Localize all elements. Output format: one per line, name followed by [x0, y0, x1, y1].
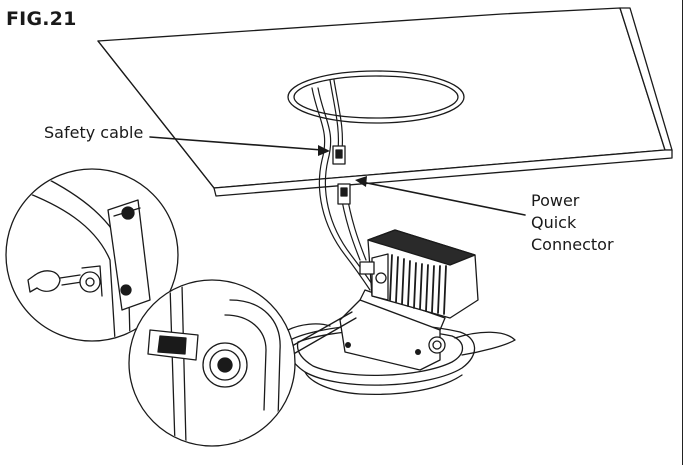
callout-safety-cable: Safety cable [44, 123, 144, 142]
figure-label: FIG.21 [6, 8, 77, 30]
detail-leader [284, 311, 357, 357]
safety-cable-connector [332, 145, 346, 165]
callout-power-quick-connector: Power Quick Connector [531, 190, 614, 256]
callout-power-line-2: Quick [531, 213, 577, 232]
ceiling-opening [287, 70, 465, 124]
callout-power-line-3: Connector [531, 235, 614, 254]
power-quick-connector [337, 183, 351, 205]
leader-lines [149, 136, 526, 216]
driver-heatsink [359, 229, 479, 319]
mounting-bracket [339, 289, 446, 371]
detail-circle-clip [5, 168, 179, 342]
ceiling-panel [97, 7, 673, 197]
callout-power-line-1: Power [531, 191, 580, 210]
mounting-spring [287, 323, 516, 356]
detail-circle-connector [128, 279, 296, 447]
page-border [682, 0, 683, 465]
